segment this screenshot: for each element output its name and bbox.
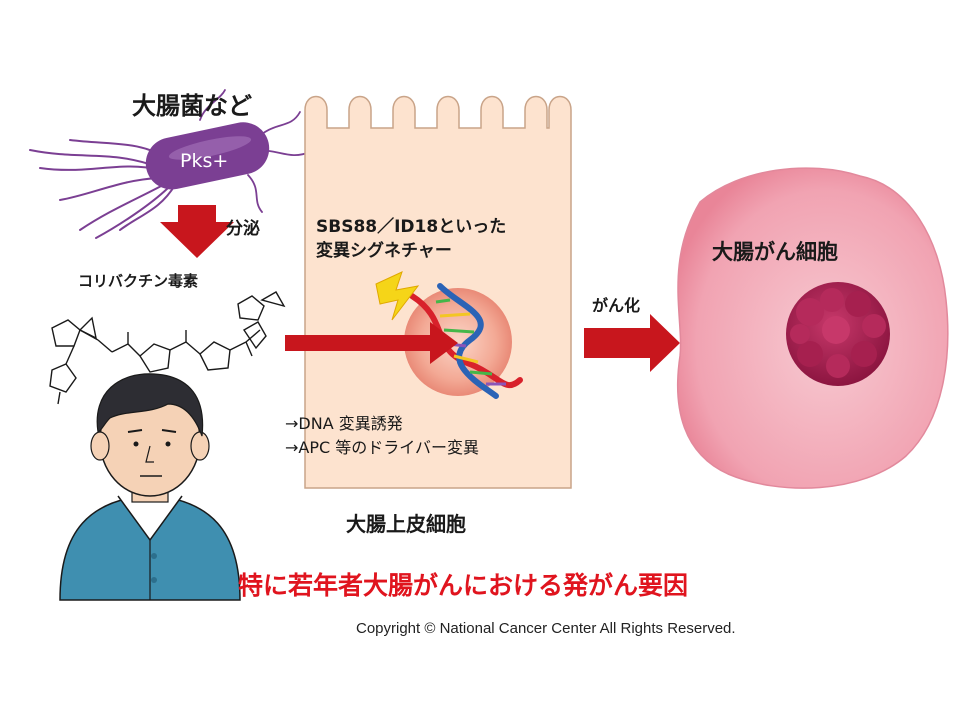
cancer-cell-label: 大腸がん細胞 xyxy=(712,240,838,264)
secretion-label: 分泌 xyxy=(226,219,260,239)
bacteria-title: 大腸菌など xyxy=(132,92,252,120)
pks-strain-label: Pks+ xyxy=(180,150,229,172)
colibactin-structure xyxy=(49,291,286,405)
transformation-label: がん化 xyxy=(592,296,641,315)
transformation-arrow xyxy=(584,314,680,372)
tumor-mass xyxy=(786,282,890,386)
lightning-icon xyxy=(375,271,420,321)
toxin-into-cell-arrow xyxy=(285,322,458,364)
colibactin-label: コリバクチン毒素 xyxy=(78,272,199,290)
epithelial-cell-label: 大腸上皮細胞 xyxy=(346,512,466,536)
secretion-arrow xyxy=(160,205,234,258)
headline: 特に若年者大腸がんにおける発がん要因 xyxy=(238,571,689,600)
bacterium-illustration xyxy=(29,89,311,239)
person-illustration xyxy=(59,373,241,601)
mutation-signature-line2: 変異シグネチャー xyxy=(316,241,452,261)
driver-mutation-effect: →APC 等のドライバー変異 xyxy=(285,438,479,457)
dna-mutation-effect: →DNA 変異誘発 xyxy=(285,414,403,433)
mutation-signature-line1: SBS88／ID18といった xyxy=(316,217,507,237)
copyright-notice: Copyright © National Cancer Center All R… xyxy=(356,620,736,637)
